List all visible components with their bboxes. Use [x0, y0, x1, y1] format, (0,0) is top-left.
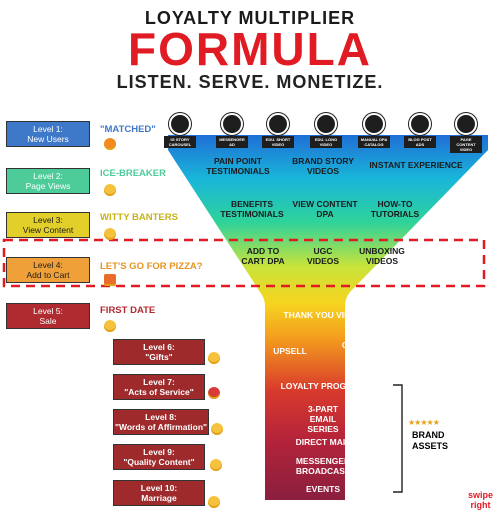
funnel-pain-point: PAIN POINT TESTIMONIALS: [206, 156, 270, 176]
title-line-1: LOYALTY MULTIPLIER: [144, 8, 356, 28]
funnel-thank-you-video: THANK YOU VIDEO: [283, 310, 363, 320]
level-5-box: Level 5:Sale: [6, 303, 90, 329]
level-1-tag: "MATCHED": [100, 124, 156, 135]
funnel-messenger-broadcast: MESSENGER BROADCAST: [295, 456, 351, 476]
level-2-box: Level 2:Page Views: [6, 168, 90, 194]
level-1-box: Level 1:New Users: [6, 121, 90, 147]
source-page-content-video: PAGE CONTENT VIDEO: [450, 113, 482, 153]
funnel-cross-sell: CROSS SELL: [341, 340, 373, 360]
funnel-brand-story: BRAND STORY VIDEOS: [292, 156, 354, 176]
level-9-box: Level 9:"Quality Content": [113, 444, 205, 470]
source-blog-post-ads: BLOG POST ADS: [404, 113, 436, 148]
source-manual-dpa: MANUAL DPA CATALOG: [358, 113, 390, 148]
five-stars: ★★★★★: [408, 418, 440, 427]
level-6-box: Level 6:"Gifts": [113, 339, 205, 365]
level-2-tag: ICE-BREAKER: [100, 168, 166, 179]
funnel-how-to: HOW-TO TUTORIALS: [370, 199, 420, 219]
rose-icon: [208, 387, 220, 399]
kiss-icon: [208, 352, 220, 364]
level-4-tag: LET'S GO FOR PIZZA?: [100, 261, 203, 272]
funnel-benefits: BENEFITS TESTIMONIALS: [220, 199, 284, 219]
level-4-box: Level 4:Add to Cart: [6, 257, 90, 283]
level-3-tag: WITTY BANTERS: [100, 212, 178, 223]
level-5-tag: FIRST DATE: [100, 305, 156, 316]
level-10-box: Level 10:Marriage: [113, 480, 205, 506]
funnel-loyalty-program: LOYALTY PROGRAM: [280, 381, 366, 391]
camera-icon: [210, 459, 222, 471]
couple-icon: [208, 496, 220, 508]
title-formula: FORMULA: [128, 23, 372, 75]
heart-eyes-icon: [211, 423, 223, 435]
tongue-icon: [104, 228, 116, 240]
source-edu-short-video: EDU. SHORT VIDEO: [262, 113, 294, 148]
level-3-box: Level 3:View Content: [6, 212, 90, 238]
source-messenger-ad: MESSENGER AD: [216, 113, 248, 148]
funnel-ugc-videos: UGC VIDEOS: [306, 246, 340, 266]
pizza-icon: [104, 274, 116, 286]
tagline: LISTEN. SERVE. MONETIZE.: [116, 72, 384, 92]
smile-icon: [104, 184, 116, 196]
funnel-upsell: UPSELL: [273, 346, 307, 356]
source-edu-long-video: EDU. LONG VIDEO: [310, 113, 342, 148]
funnel-add-to-cart-dpa: ADD TO CART DPA: [241, 246, 285, 266]
level-7-box: Level 7:"Acts of Service": [113, 374, 205, 400]
funnel-email-series: 3-PART EMAIL SERIES: [307, 404, 339, 434]
funnel-view-content-dpa: VIEW CONTENT DPA: [292, 199, 358, 219]
funnel-unboxing-videos: UNBOXING VIDEOS: [359, 246, 405, 266]
level-8-box: Level 8:"Words of Affirmation": [113, 409, 209, 435]
smirk-icon: [104, 320, 116, 332]
source-ig-story: IG STORY CAROUSEL: [164, 113, 196, 148]
funnel-instant-experience: INSTANT EXPERIENCE: [369, 160, 463, 170]
funnel-direct-mail: DIRECT MAIL: [295, 437, 351, 447]
fire-icon: [104, 138, 116, 150]
level-4-highlight: [2, 238, 486, 288]
funnel-events: EVENTS: [305, 484, 340, 494]
